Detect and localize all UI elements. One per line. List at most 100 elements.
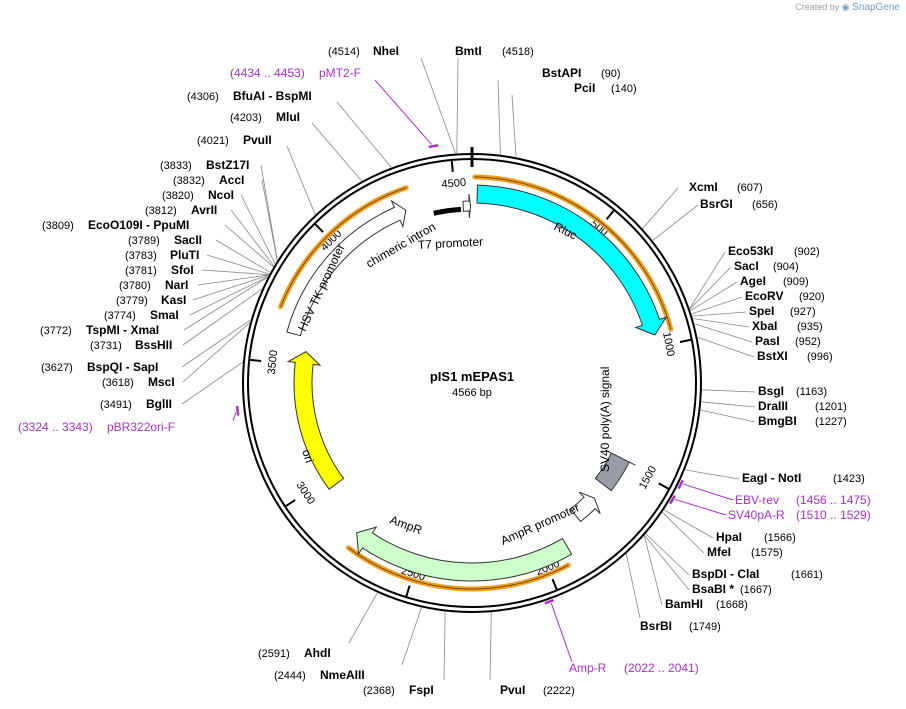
primer-name[interactable]: pMT2-F	[319, 66, 361, 80]
site-pos: (1201)	[815, 401, 847, 413]
site-name[interactable]: AvrII	[191, 203, 217, 217]
site-name[interactable]: TspMI - XmaI	[86, 323, 159, 337]
site-name[interactable]: MfeI	[707, 545, 731, 559]
site-name[interactable]: BfuAI - BspMI	[233, 89, 312, 103]
site-name[interactable]: BmgBI	[758, 414, 797, 428]
site-name[interactable]: BstAPI	[542, 66, 581, 80]
site-name[interactable]: SacII	[174, 233, 202, 247]
site-name[interactable]: EcoRV	[745, 289, 783, 303]
primer-name[interactable]: EBV-rev	[735, 493, 779, 507]
site-leader	[689, 251, 726, 309]
primer-amp-r[interactable]	[544, 599, 554, 605]
ampr-arrow[interactable]	[356, 526, 573, 582]
site-name[interactable]: EcoO109I - PpuMI	[88, 218, 189, 232]
site-name[interactable]: EagI - NotI	[742, 471, 801, 485]
site-leader	[443, 611, 446, 681]
site-pos: (1661)	[791, 569, 823, 581]
site-name[interactable]: BamHI	[665, 597, 703, 611]
site-name[interactable]: BsgI	[758, 384, 784, 398]
site-name[interactable]: HpaI	[716, 530, 742, 544]
primer-sv40pa-r[interactable]	[669, 495, 676, 505]
site-leader	[644, 534, 690, 591]
sv40-polya-box[interactable]	[594, 449, 636, 492]
site-pos: (3731)	[90, 340, 122, 352]
site-name[interactable]: MluI	[276, 110, 300, 124]
site-name[interactable]: NheI	[373, 44, 399, 58]
site-name[interactable]: PvuII	[243, 133, 272, 147]
site-name[interactable]: PciI	[574, 81, 595, 95]
site-name[interactable]: PasI	[755, 334, 780, 348]
ampr-promoter-arrow[interactable]	[569, 491, 601, 523]
site-name[interactable]: Eco53kI	[728, 244, 773, 258]
primer-pos: (4434 .. 4453)	[230, 66, 305, 80]
site-pos: (3809)	[42, 220, 74, 232]
site-name[interactable]: SacI	[734, 259, 759, 273]
site-leader	[661, 511, 705, 554]
rluc-arrow[interactable]	[476, 184, 668, 336]
site-name[interactable]: SfoI	[171, 263, 194, 277]
site-pos: (1667)	[740, 584, 772, 596]
site-leader	[694, 323, 753, 343]
site-name[interactable]: PvuI	[500, 683, 525, 697]
site-name[interactable]: AccI	[219, 173, 244, 187]
site-name[interactable]: AgeI	[740, 274, 766, 288]
site-name[interactable]: BmtI	[455, 44, 482, 58]
site-leader	[206, 254, 270, 275]
site-pos: (3812)	[145, 205, 177, 217]
site-pos: (607)	[737, 182, 763, 194]
site-name[interactable]: BsrGI	[700, 197, 733, 211]
primer-pbr322ori-f[interactable]	[235, 406, 240, 416]
site-name[interactable]: XcmI	[689, 180, 718, 194]
site-pos: (3783)	[125, 250, 157, 262]
ampr-orf-highlight-core	[348, 547, 569, 590]
site-pos: (3779)	[116, 295, 148, 307]
site-name[interactable]: NarI	[165, 278, 188, 292]
site-name[interactable]: BssHII	[135, 338, 172, 352]
site-name[interactable]: BspQI - SapI	[87, 360, 158, 374]
site-pos: (90)	[601, 68, 621, 80]
site-name[interactable]: KasI	[161, 293, 186, 307]
site-name[interactable]: BsaBI *	[692, 582, 734, 596]
feature-label-hsv-tk-promoter: HSV TK promoter	[295, 242, 348, 334]
site-pos: (2368)	[363, 685, 395, 697]
primer-ebv-rev[interactable]	[677, 479, 684, 490]
site-name[interactable]: MscI	[148, 375, 175, 389]
primer-name[interactable]: SV40pA-R	[728, 508, 785, 522]
site-leader	[701, 401, 756, 408]
site-name[interactable]: AhdI	[304, 646, 331, 660]
site-name[interactable]: PluTI	[170, 248, 199, 262]
site-name[interactable]: BglII	[146, 397, 172, 411]
site-leader	[192, 274, 269, 301]
site-pos: (2444)	[274, 670, 306, 682]
site-name[interactable]: NcoI	[208, 188, 234, 202]
position-tick-mark	[605, 209, 616, 220]
site-pos: (3781)	[125, 265, 157, 277]
primer-name[interactable]: Amp-R	[569, 661, 607, 675]
site-name[interactable]: BspDI - ClaI	[692, 567, 759, 581]
site-pos: (3789)	[128, 235, 160, 247]
site-name[interactable]: FspI	[409, 683, 434, 697]
site-name[interactable]: SmaI	[150, 308, 179, 322]
ori-arrow[interactable]	[286, 351, 345, 490]
site-name[interactable]: BstXI	[757, 349, 788, 363]
site-pos: (656)	[752, 199, 778, 211]
hsv-tk-promoter-arrow[interactable]	[286, 199, 407, 337]
site-name[interactable]: XbaI	[752, 319, 777, 333]
site-leader	[420, 57, 456, 154]
site-name[interactable]: BsrBI	[640, 619, 672, 633]
primer-pmt2-f[interactable]	[428, 144, 439, 149]
site-leader	[663, 509, 714, 539]
chimeric-intron-bar[interactable]	[433, 206, 462, 216]
site-pos: (4306)	[187, 91, 219, 103]
site-pos: (904)	[773, 261, 799, 273]
site-name[interactable]: SpeI	[749, 304, 774, 318]
site-name[interactable]: BstZ17I	[206, 158, 249, 172]
primer-pos: (3324 .. 3343)	[18, 420, 93, 434]
t7-promoter-arrow[interactable]	[462, 193, 472, 219]
site-leader	[224, 224, 274, 268]
primer-name[interactable]: pBR322ori-F	[107, 420, 175, 434]
site-pos: (909)	[783, 276, 809, 288]
primer-leader	[674, 498, 727, 516]
site-name[interactable]: NmeAIII	[320, 668, 365, 682]
site-name[interactable]: DraIII	[758, 399, 788, 413]
